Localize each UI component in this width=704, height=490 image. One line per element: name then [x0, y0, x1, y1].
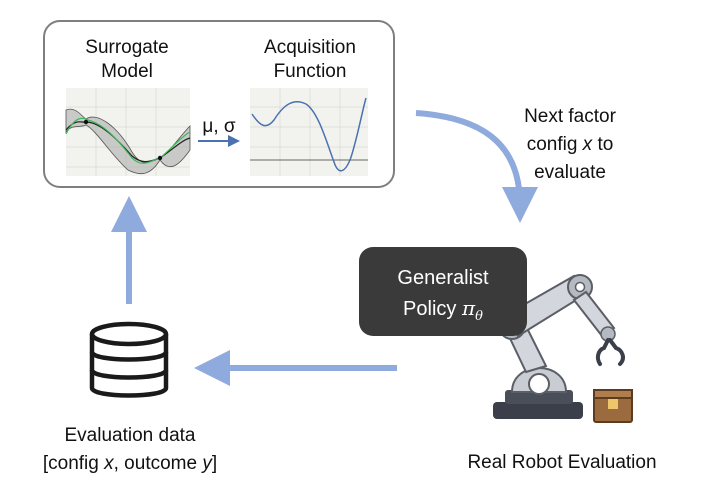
acquisition-line1: Acquisition	[264, 37, 356, 58]
surrogate-model-label: Surrogate Model	[60, 36, 194, 84]
eval-data-line2: [config x, outcome y]	[42, 453, 218, 474]
surrogate-plot	[65, 88, 191, 176]
mu-sigma-label: μ, σ	[202, 116, 236, 137]
surrogate-line1: Surrogate	[85, 37, 169, 58]
acquisition-line2: Function	[273, 61, 347, 82]
surrogate-line2: Model	[101, 61, 153, 82]
next-config-line1: Next factor	[524, 106, 616, 127]
next-config-line2: config x to	[526, 134, 614, 155]
acquisition-function-label: Acquisition Function	[240, 36, 380, 84]
evaluation-data-label: Evaluation data [config x, outcome y]	[14, 422, 246, 478]
next-config-line3: evaluate	[534, 162, 606, 183]
database-icon	[89, 321, 169, 398]
real-robot-evaluation-label: Real Robot Evaluation	[467, 452, 657, 473]
acquisition-plot	[250, 88, 368, 176]
generalist-policy-box: Generalist Policy πθ	[359, 247, 527, 336]
eval-data-line1: Evaluation data	[64, 425, 196, 446]
arrow-to-robot	[415, 110, 538, 223]
next-config-label: Next factor config x to evaluate	[500, 103, 640, 187]
policy-line1: Generalist	[397, 267, 489, 289]
policy-line2: Policy πθ	[403, 296, 483, 324]
box-icon	[593, 389, 633, 423]
